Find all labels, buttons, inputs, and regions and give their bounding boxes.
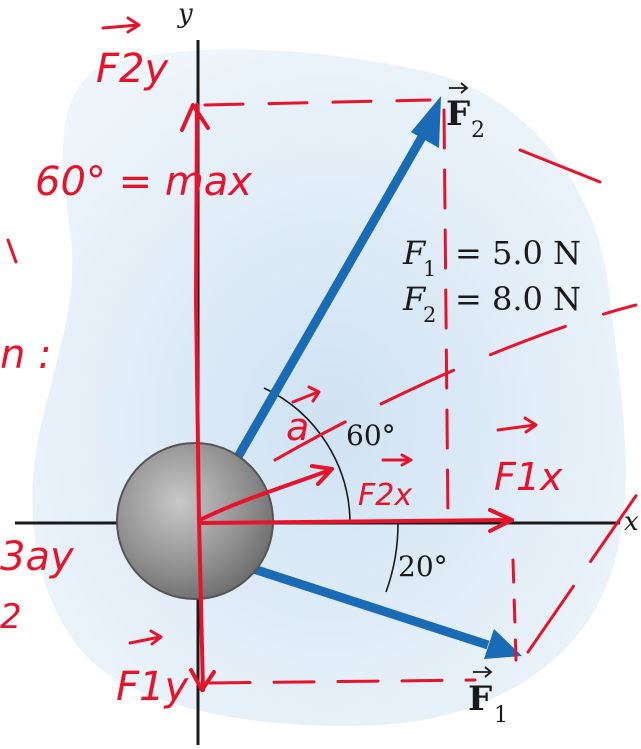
angle-arc-60 [263,387,351,524]
f1-magnitude-symbol: F [402,234,427,272]
red-y-line [194,103,205,692]
hand-f2y: F2y [96,46,169,92]
a-overarrow [291,385,321,404]
dash-diag-bottom [526,488,641,654]
f2-vector-label: F 2 [446,82,485,143]
dash-f2-down [442,108,450,522]
hand-3ay: 3ay [0,534,75,580]
f2x-overarrow [381,453,413,467]
f2-vector-shaft [231,127,430,465]
f1-vector-subscript: 1 [494,703,508,728]
f1x-overarrow [496,416,538,434]
hand-f1x: F1x [494,455,563,499]
hand-f1y: F1y [116,664,189,710]
hand-a: a [286,405,309,449]
dash-diag-mid [273,303,638,462]
mark-left-a [6,238,18,264]
f2y-overarrow [101,16,141,34]
red-handwriting: F2y 60° = max n : a F1x F2x 3ay 2 F1y [0,46,563,710]
f1-arrowhead [484,629,522,659]
red-down-arrowhead [189,668,216,692]
y-axis-label: y [177,0,193,29]
hand-f2x: F2x [358,478,412,513]
red-annotations [6,16,641,692]
f2-magnitude-symbol: F [402,280,427,318]
dash-diag-top [518,148,602,184]
dash-top [203,98,432,107]
hand-n-colon: n : [0,332,52,378]
hand-2: 2 [0,597,22,637]
angle-label-20: 20° [398,550,448,583]
dash-bottom [208,678,477,685]
force-magnitudes: F 1 = 5.0 N F 2 = 8.0 N [402,234,581,327]
hand-equation: 60° = max [35,159,252,205]
f1-vector-label: F 1 [468,666,508,728]
red-x-arrowhead [488,508,514,533]
angle-label-60: 60° [346,419,396,452]
f2-magnitude-subscript: 2 [423,303,436,327]
red-a-vector [198,468,332,522]
angle-arc-20 [385,522,399,593]
red-up-arrowhead [180,103,210,132]
x-axis-label: x [624,507,639,537]
f1-magnitude-value: = 5.0 N [455,234,581,272]
f2-magnitude-value: = 8.0 N [455,280,581,318]
background-blob [32,49,626,726]
f2-vector-symbol: F [446,94,470,134]
f2-arrowhead [411,96,441,148]
f1-vector-shaft [230,557,490,650]
f1-magnitude-subscript: 1 [423,257,436,281]
red-a-arrowhead [310,464,334,486]
red-x-line [198,518,512,525]
dash-f1-up [511,558,518,662]
f1y-overarrow [128,629,163,646]
f1-vector-symbol: F [468,679,492,719]
f2-vector-subscript: 2 [471,118,485,143]
